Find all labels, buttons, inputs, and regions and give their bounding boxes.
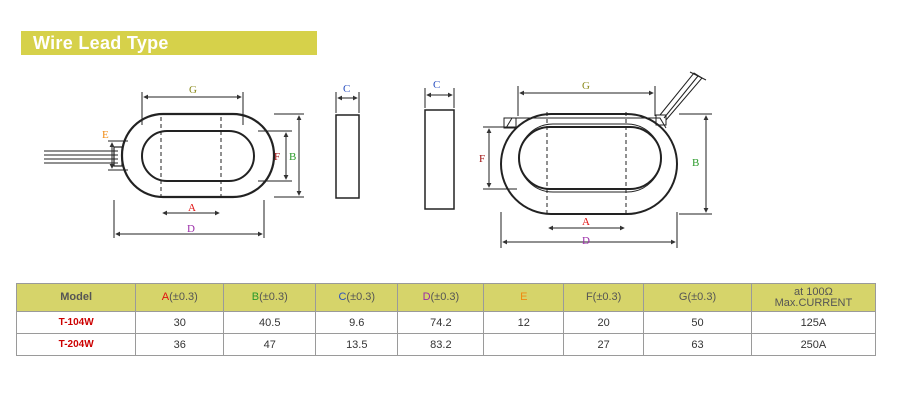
page-title: Wire Lead Type — [33, 33, 169, 53]
cell-a: 36 — [135, 333, 225, 356]
cell-model: T-104W — [15, 311, 137, 334]
label-f-left: F — [274, 151, 280, 163]
spec-table: Model A(±0.3) B(±0.3) C(±0.3) D(±0.3) E … — [15, 283, 877, 356]
cell-current: 125A — [750, 311, 877, 334]
title-banner: Wire Lead Type — [21, 31, 317, 55]
header-g: G(±0.3) — [643, 283, 752, 312]
header-d: D(±0.3) — [397, 283, 485, 312]
cell-d: 83.2 — [397, 333, 485, 356]
side-view-2 — [424, 88, 455, 210]
header-e: E — [483, 283, 565, 312]
cell-c: 13.5 — [315, 333, 399, 356]
side-view-1 — [335, 92, 360, 199]
label-g-right: G — [582, 80, 590, 92]
label-a-left: A — [188, 202, 196, 214]
cell-g: 63 — [643, 333, 752, 356]
front-view-right — [483, 71, 712, 248]
cell-current: 250A — [750, 333, 877, 356]
label-c-2: C — [433, 79, 440, 91]
table-row: T-204W 36 47 13.5 83.2 27 63 250A — [15, 333, 877, 356]
technical-drawing: G A D F B E C C G F B A D — [44, 71, 712, 248]
label-d-right: D — [582, 235, 590, 247]
header-b: B(±0.3) — [223, 283, 317, 312]
cell-g: 50 — [643, 311, 752, 334]
label-a-right: A — [582, 216, 590, 228]
header-model: Model — [15, 283, 137, 312]
cell-a: 30 — [135, 311, 225, 334]
label-c-1: C — [343, 83, 350, 95]
cell-c: 9.6 — [315, 311, 399, 334]
label-f-right: F — [479, 153, 485, 165]
cell-e: 12 — [483, 311, 565, 334]
cell-f: 20 — [563, 311, 645, 334]
label-b-left: B — [289, 151, 296, 163]
label-d-left: D — [187, 223, 195, 235]
header-c: C(±0.3) — [315, 283, 399, 312]
header-a: A(±0.3) — [135, 283, 225, 312]
header-f: F(±0.3) — [563, 283, 645, 312]
label-g-left: G — [189, 84, 197, 96]
cell-b: 40.5 — [223, 311, 317, 334]
cell-model: T-204W — [15, 333, 137, 356]
label-b-right: B — [692, 157, 699, 169]
cell-d: 74.2 — [397, 311, 485, 334]
front-view-left — [44, 92, 304, 238]
label-e-left: E — [102, 129, 109, 141]
cell-e — [483, 333, 565, 356]
cell-b: 47 — [223, 333, 317, 356]
table-header-row: Model A(±0.3) B(±0.3) C(±0.3) D(±0.3) E … — [15, 283, 877, 312]
table-row: T-104W 30 40.5 9.6 74.2 12 20 50 125A — [15, 311, 877, 334]
cell-f: 27 — [563, 333, 645, 356]
